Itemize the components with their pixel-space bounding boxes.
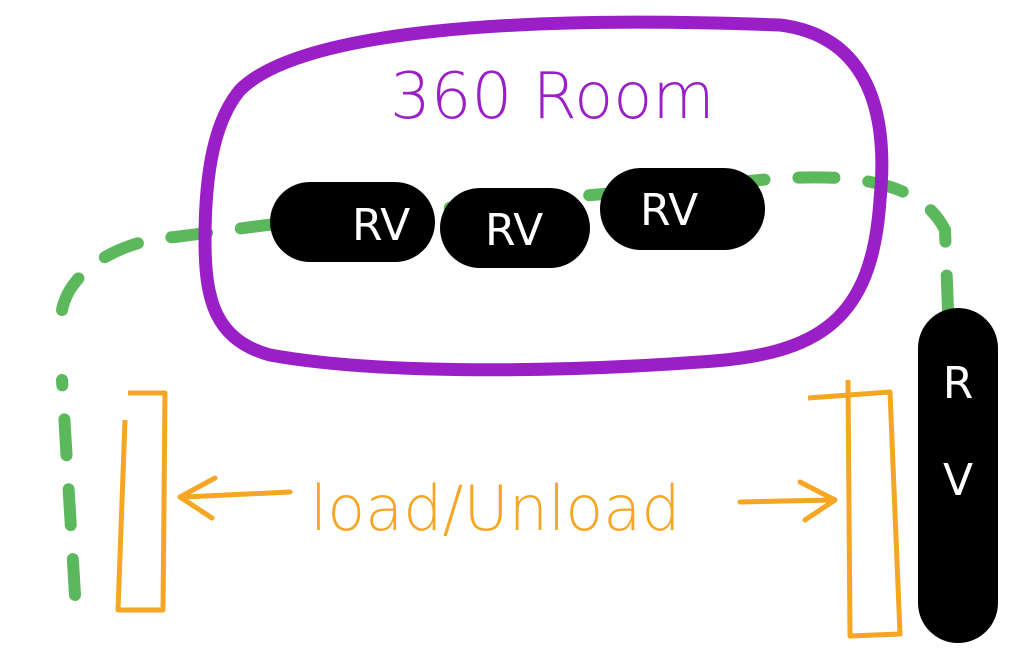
room-outline bbox=[198, 15, 889, 377]
rv-vehicle-1: RV bbox=[270, 182, 435, 262]
rv-label-2: RV bbox=[485, 205, 543, 256]
room-title: 360 Room bbox=[390, 60, 715, 134]
side-rv-label-v: V bbox=[943, 455, 973, 506]
rv-vehicle-3: RV bbox=[600, 168, 765, 250]
side-rv-vehicle: R V bbox=[918, 308, 998, 643]
rv-vehicle-2: RV bbox=[440, 188, 590, 268]
rv-label-1: RV bbox=[352, 200, 410, 251]
side-rv-label-r: R bbox=[943, 358, 974, 409]
green-track-path bbox=[56, 171, 954, 601]
load-unload-label: load/Unload bbox=[310, 472, 681, 545]
left-arrow bbox=[177, 475, 293, 521]
rv-label-3: RV bbox=[640, 185, 698, 236]
right-loading-bay bbox=[807, 379, 903, 639]
left-loading-bay bbox=[115, 390, 168, 613]
right-arrow bbox=[737, 479, 838, 523]
